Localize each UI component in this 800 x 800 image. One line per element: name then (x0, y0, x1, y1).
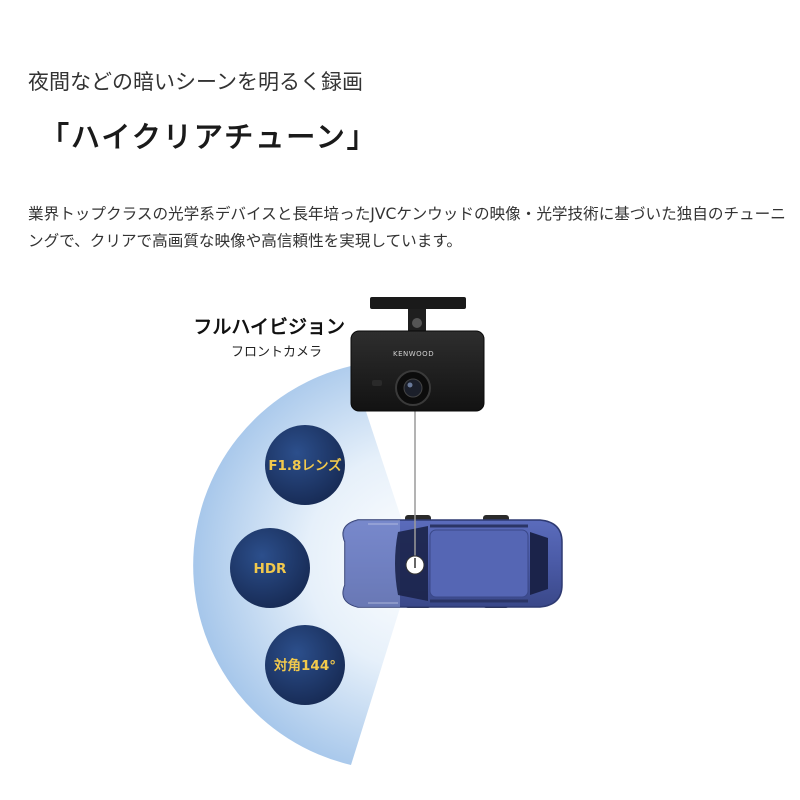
subtitle: 夜間などの暗いシーンを明るく録画 (28, 70, 363, 94)
camera-label-sub: フロントカメラ (231, 345, 322, 360)
car-image (342, 515, 563, 608)
description-text: 業界トップクラスの光学系デバイスと長年培ったJVCケンウッドの映像・光学技術に基… (28, 205, 786, 250)
feature-label: 対角144° (273, 657, 336, 674)
feature-label: HDR (254, 561, 288, 577)
feature-label: F1.8レンズ (268, 457, 342, 474)
feature-view-angle: 対角144° (265, 625, 345, 705)
feature-circle (265, 425, 345, 505)
camera-label-main: フルハイビジョン (193, 316, 345, 338)
camera-device (350, 297, 485, 412)
page-title: 「ハイクリアチューン」 (40, 120, 378, 154)
feature-circle (230, 528, 310, 608)
feature-hdr: HDR (230, 528, 310, 608)
feature-f18-lens: F1.8レンズ (265, 425, 345, 505)
dashcam-illustration: KENWOOD フルハイビジョン フロントカメラ F1.8レンズ HDR 対角1… (193, 297, 563, 765)
camera-brand: KENWOOD (393, 350, 434, 358)
feature-circle (265, 625, 345, 705)
